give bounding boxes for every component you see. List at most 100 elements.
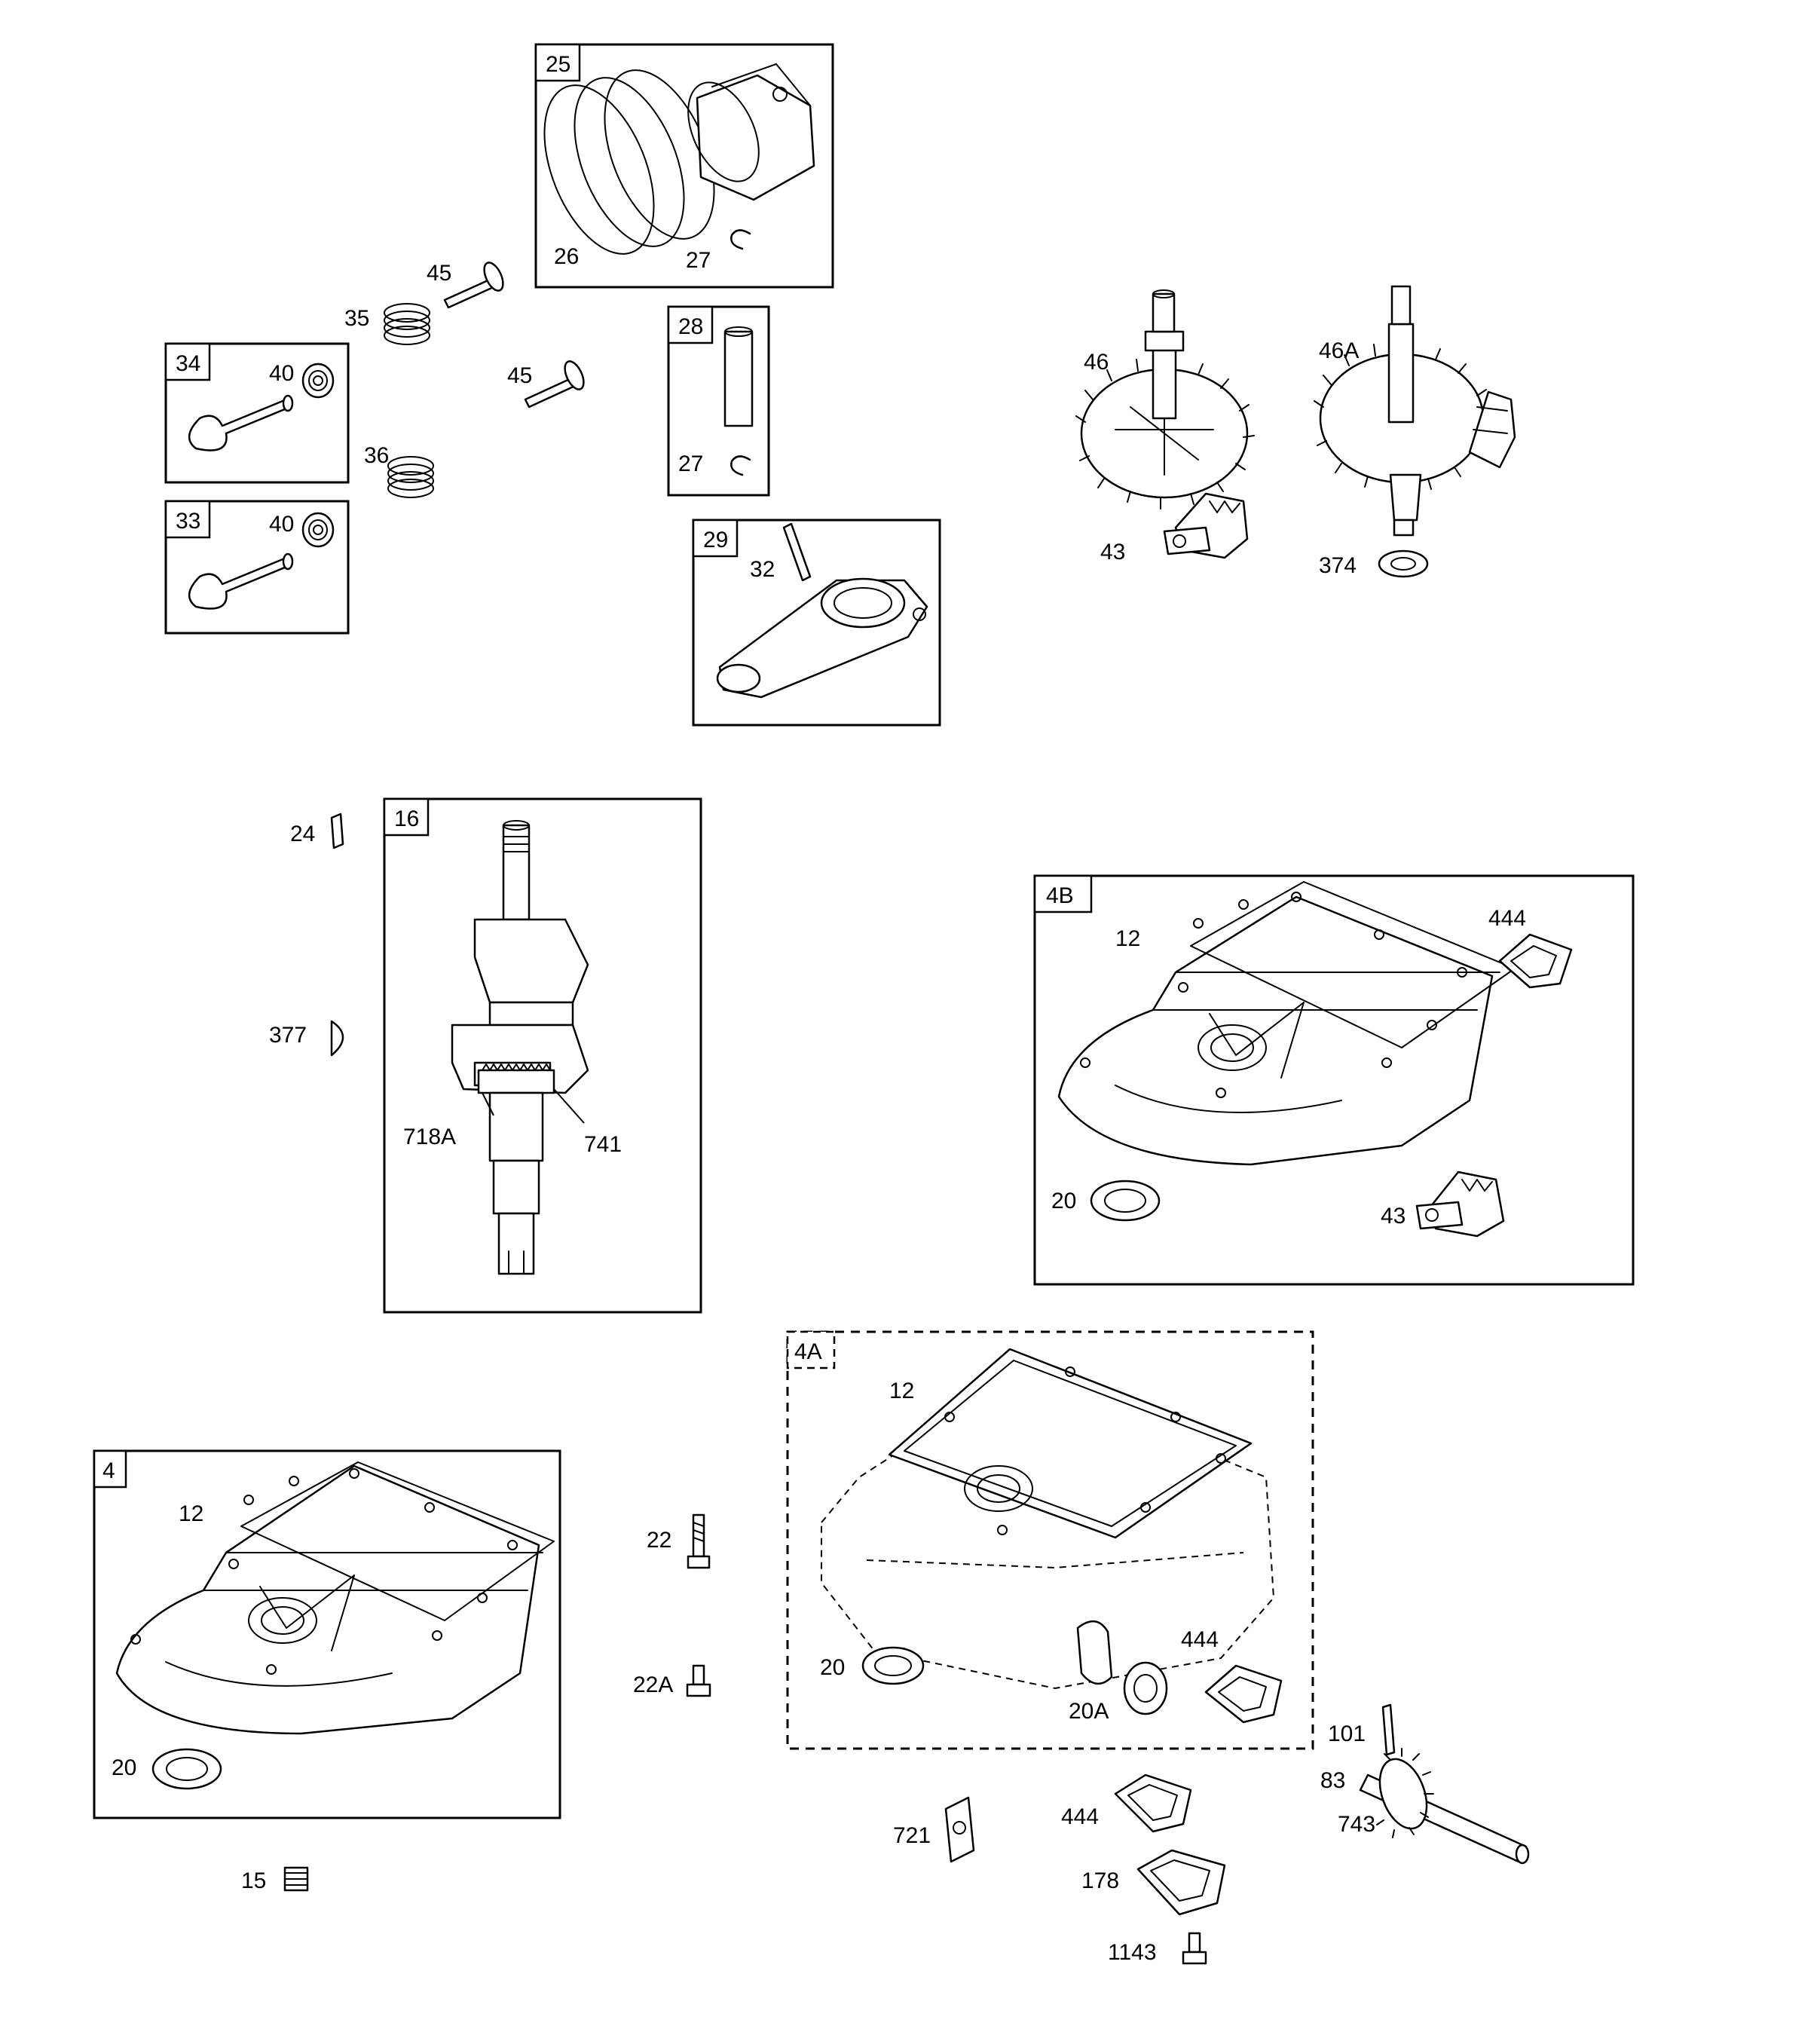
callout-20A[interactable]: 20A	[1069, 1699, 1109, 1724]
valve-retainer-1	[301, 363, 335, 399]
tag-34	[164, 342, 211, 381]
valve-retainer-2	[301, 512, 335, 548]
callout-1143[interactable]: 1143	[1108, 1940, 1157, 1965]
box-33	[164, 500, 350, 635]
callout-444a[interactable]: 444	[1488, 906, 1526, 931]
callout-12b[interactable]: 12	[889, 1379, 914, 1403]
box-34	[164, 342, 350, 484]
gasket-444a	[1498, 933, 1573, 989]
callout-4A[interactable]: 4A	[794, 1339, 822, 1364]
box-4B	[1033, 874, 1635, 1286]
callout-4B[interactable]: 4B	[1046, 883, 1074, 908]
callout-26[interactable]: 26	[554, 244, 579, 269]
callout-20c[interactable]: 20	[112, 1755, 136, 1780]
box-4	[93, 1449, 561, 1819]
callout-33[interactable]: 33	[176, 509, 200, 534]
callout-444b[interactable]: 444	[1181, 1627, 1219, 1652]
piston-ring-2	[574, 77, 685, 247]
wrist-pin	[723, 330, 754, 427]
sump-cover-4A	[821, 1348, 1275, 1690]
governor-gear-743	[1359, 1748, 1530, 1865]
callout-35[interactable]: 35	[344, 306, 369, 331]
callout-36[interactable]: 36	[364, 443, 389, 468]
callout-25[interactable]: 25	[546, 52, 570, 77]
callout-741[interactable]: 741	[584, 1132, 622, 1157]
callout-43a[interactable]: 43	[1100, 540, 1125, 565]
callout-22[interactable]: 22	[647, 1528, 671, 1553]
cover-178	[1136, 1849, 1226, 1916]
tag-29	[692, 519, 739, 558]
governor-43b	[1415, 1171, 1505, 1238]
callout-444c[interactable]: 444	[1061, 1804, 1099, 1829]
callout-20b[interactable]: 20	[820, 1655, 845, 1680]
oil-seal-20a	[1090, 1180, 1161, 1222]
sump-cover-4	[115, 1461, 555, 1735]
callout-743[interactable]: 743	[1338, 1812, 1375, 1837]
oil-seal-20c	[151, 1748, 222, 1790]
callout-101[interactable]: 101	[1328, 1721, 1366, 1746]
tag-28	[667, 305, 714, 344]
wrist-pin-clip	[730, 229, 751, 250]
callout-24[interactable]: 24	[290, 822, 315, 846]
governor-46A	[1468, 390, 1516, 469]
governor-43a	[1163, 492, 1249, 559]
callout-28[interactable]: 28	[678, 314, 703, 339]
bolt-22	[687, 1513, 711, 1569]
group-wrist-pin: 28 27	[667, 305, 770, 497]
gasket-444c	[1114, 1773, 1192, 1833]
oil-seal-20A	[1123, 1661, 1168, 1715]
box-25	[534, 43, 834, 289]
group-camshaft-46A: 46A 374	[1314, 285, 1516, 578]
group-valve-34: 34 40	[164, 342, 350, 484]
callout-22A[interactable]: 22A	[633, 1672, 673, 1697]
gasket-444b	[1204, 1664, 1283, 1724]
callout-377[interactable]: 377	[269, 1023, 307, 1048]
callout-83[interactable]: 83	[1320, 1768, 1345, 1793]
tag-4A	[786, 1330, 836, 1369]
callout-15[interactable]: 15	[241, 1868, 266, 1893]
oil-seal-20b	[861, 1646, 925, 1685]
callout-27b[interactable]: 27	[678, 451, 703, 476]
callout-40a[interactable]: 40	[269, 361, 294, 386]
valve-spring-1	[384, 303, 430, 345]
oil-plug-15	[283, 1866, 309, 1892]
rod-bolt	[782, 522, 812, 582]
screw-1143	[1182, 1932, 1207, 1965]
pin-101	[1381, 1703, 1396, 1756]
sump-cover-4B	[1057, 881, 1516, 1166]
box-16	[383, 797, 702, 1314]
callout-721[interactable]: 721	[893, 1823, 931, 1848]
callout-4[interactable]: 4	[102, 1458, 115, 1483]
callout-32[interactable]: 32	[750, 557, 775, 582]
callout-46A[interactable]: 46A	[1319, 338, 1359, 363]
tappet-1	[443, 262, 504, 309]
leader-741	[553, 1088, 585, 1124]
group-piston-assembly: 25 26 27	[534, 43, 834, 289]
box-28	[667, 305, 770, 497]
group-keys: 24 377	[269, 812, 344, 1057]
callout-40b[interactable]: 40	[269, 512, 294, 537]
callout-46[interactable]: 46	[1084, 350, 1109, 375]
woodruff-key	[330, 1020, 344, 1057]
callout-12c[interactable]: 12	[179, 1501, 203, 1526]
connecting-rod	[716, 577, 928, 699]
callout-29[interactable]: 29	[703, 528, 728, 552]
flywheel-key	[330, 812, 344, 849]
tappet-2	[524, 360, 585, 409]
callout-20a[interactable]: 20	[1051, 1189, 1076, 1213]
group-camshaft-46: 46 43	[1075, 289, 1255, 565]
callout-34[interactable]: 34	[176, 351, 200, 376]
callout-43b[interactable]: 43	[1381, 1204, 1406, 1229]
group-fasteners: 22 22A 15	[241, 1513, 711, 1893]
callout-718A[interactable]: 718A	[403, 1125, 456, 1149]
callout-45b[interactable]: 45	[507, 363, 532, 388]
callout-16[interactable]: 16	[394, 806, 419, 831]
callout-45a[interactable]: 45	[427, 261, 451, 286]
callout-374[interactable]: 374	[1319, 553, 1357, 578]
callout-27[interactable]: 27	[686, 248, 711, 273]
callout-178[interactable]: 178	[1081, 1868, 1119, 1893]
cam-shaft-46A	[1387, 323, 1415, 424]
tab-721	[944, 1796, 975, 1863]
callout-12a[interactable]: 12	[1115, 926, 1140, 951]
